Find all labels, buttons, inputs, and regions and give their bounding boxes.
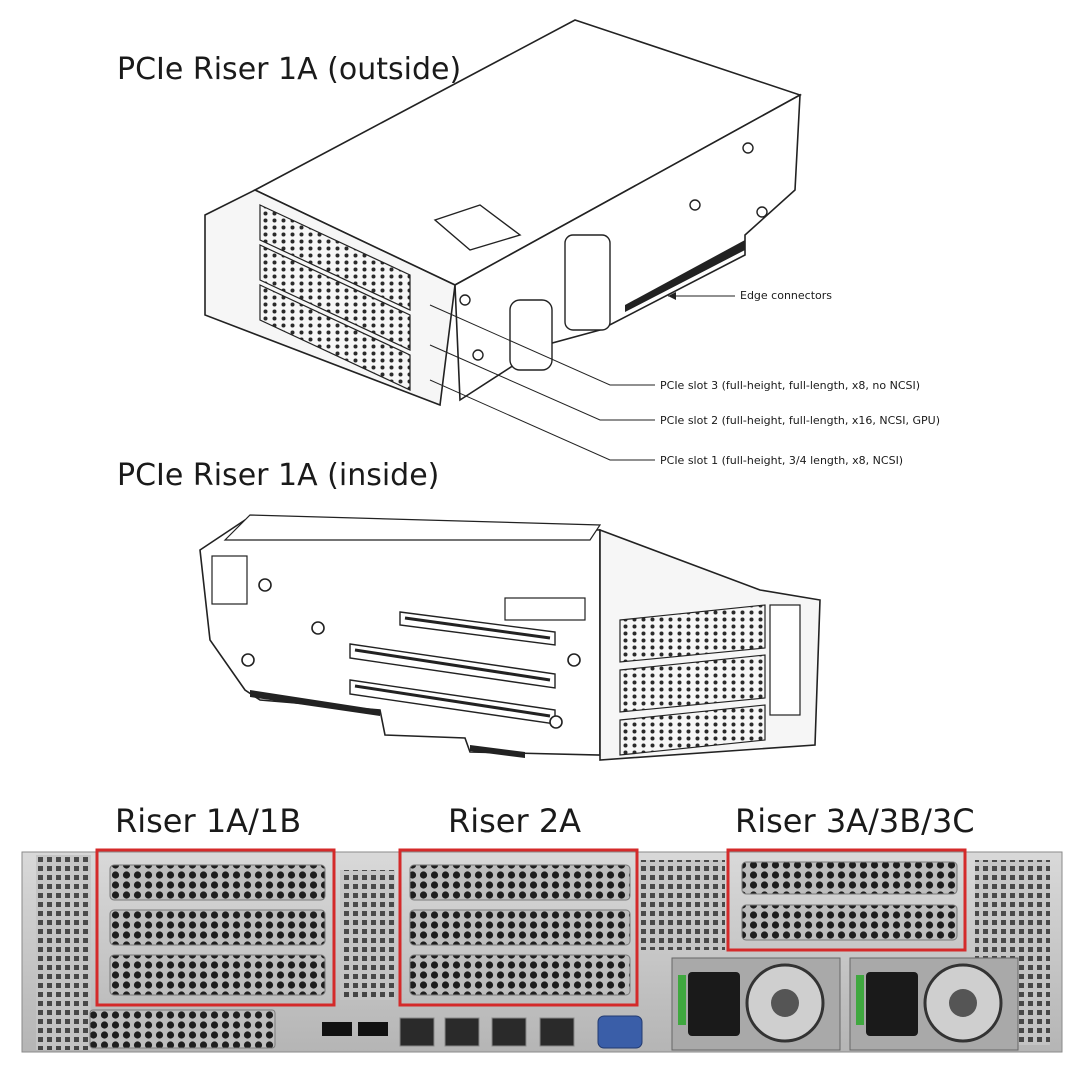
usb-ports bbox=[322, 1022, 388, 1036]
riser-outside-drawing bbox=[204, 19, 802, 461]
callout-slot3: PCIe slot 3 (full-height, full-length, x… bbox=[660, 379, 921, 392]
rear-slot-group-2 bbox=[409, 864, 631, 996]
slot-cover-3 bbox=[259, 204, 411, 311]
highlight-riser-3 bbox=[726, 848, 967, 952]
rear-label-riser-2: Riser 2A bbox=[448, 802, 582, 840]
callout-slot2: PCIe slot 2 (full-height, full-length, x… bbox=[660, 414, 941, 427]
rear-label-riser-3: Riser 3A/3B/3C bbox=[735, 802, 975, 840]
rear-label-riser-1: Riser 1A/1B bbox=[115, 802, 302, 840]
highlight-riser-1 bbox=[95, 848, 336, 1007]
slot-cover-2 bbox=[259, 244, 411, 351]
slot-cover-1 bbox=[259, 284, 411, 391]
inside-slot-cover-3 bbox=[619, 604, 766, 663]
rear-slot-group-1 bbox=[109, 864, 326, 996]
inside-slot-cover-1 bbox=[619, 704, 766, 756]
callout-slot1: PCIe slot 1 (full-height, 3/4 length, x8… bbox=[660, 454, 904, 467]
title-riser-outside: PCIe Riser 1A (outside) bbox=[117, 52, 462, 87]
title-riser-inside: PCIe Riser 1A (inside) bbox=[117, 458, 440, 493]
network-ports bbox=[399, 1017, 575, 1047]
riser-inside-drawing bbox=[199, 514, 821, 761]
power-supply-1 bbox=[671, 957, 841, 1051]
inside-slot-cover-2 bbox=[619, 654, 766, 713]
power-supply-2 bbox=[849, 957, 1019, 1051]
pcie-slot-top bbox=[399, 611, 556, 646]
highlight-riser-2 bbox=[398, 848, 639, 1007]
vga-port bbox=[597, 1015, 643, 1049]
edge-connector bbox=[625, 240, 745, 312]
rear-slot-group-3 bbox=[741, 861, 958, 941]
callout-edge-connectors: Edge connectors bbox=[740, 289, 833, 302]
pcie-slot-middle bbox=[349, 643, 556, 689]
